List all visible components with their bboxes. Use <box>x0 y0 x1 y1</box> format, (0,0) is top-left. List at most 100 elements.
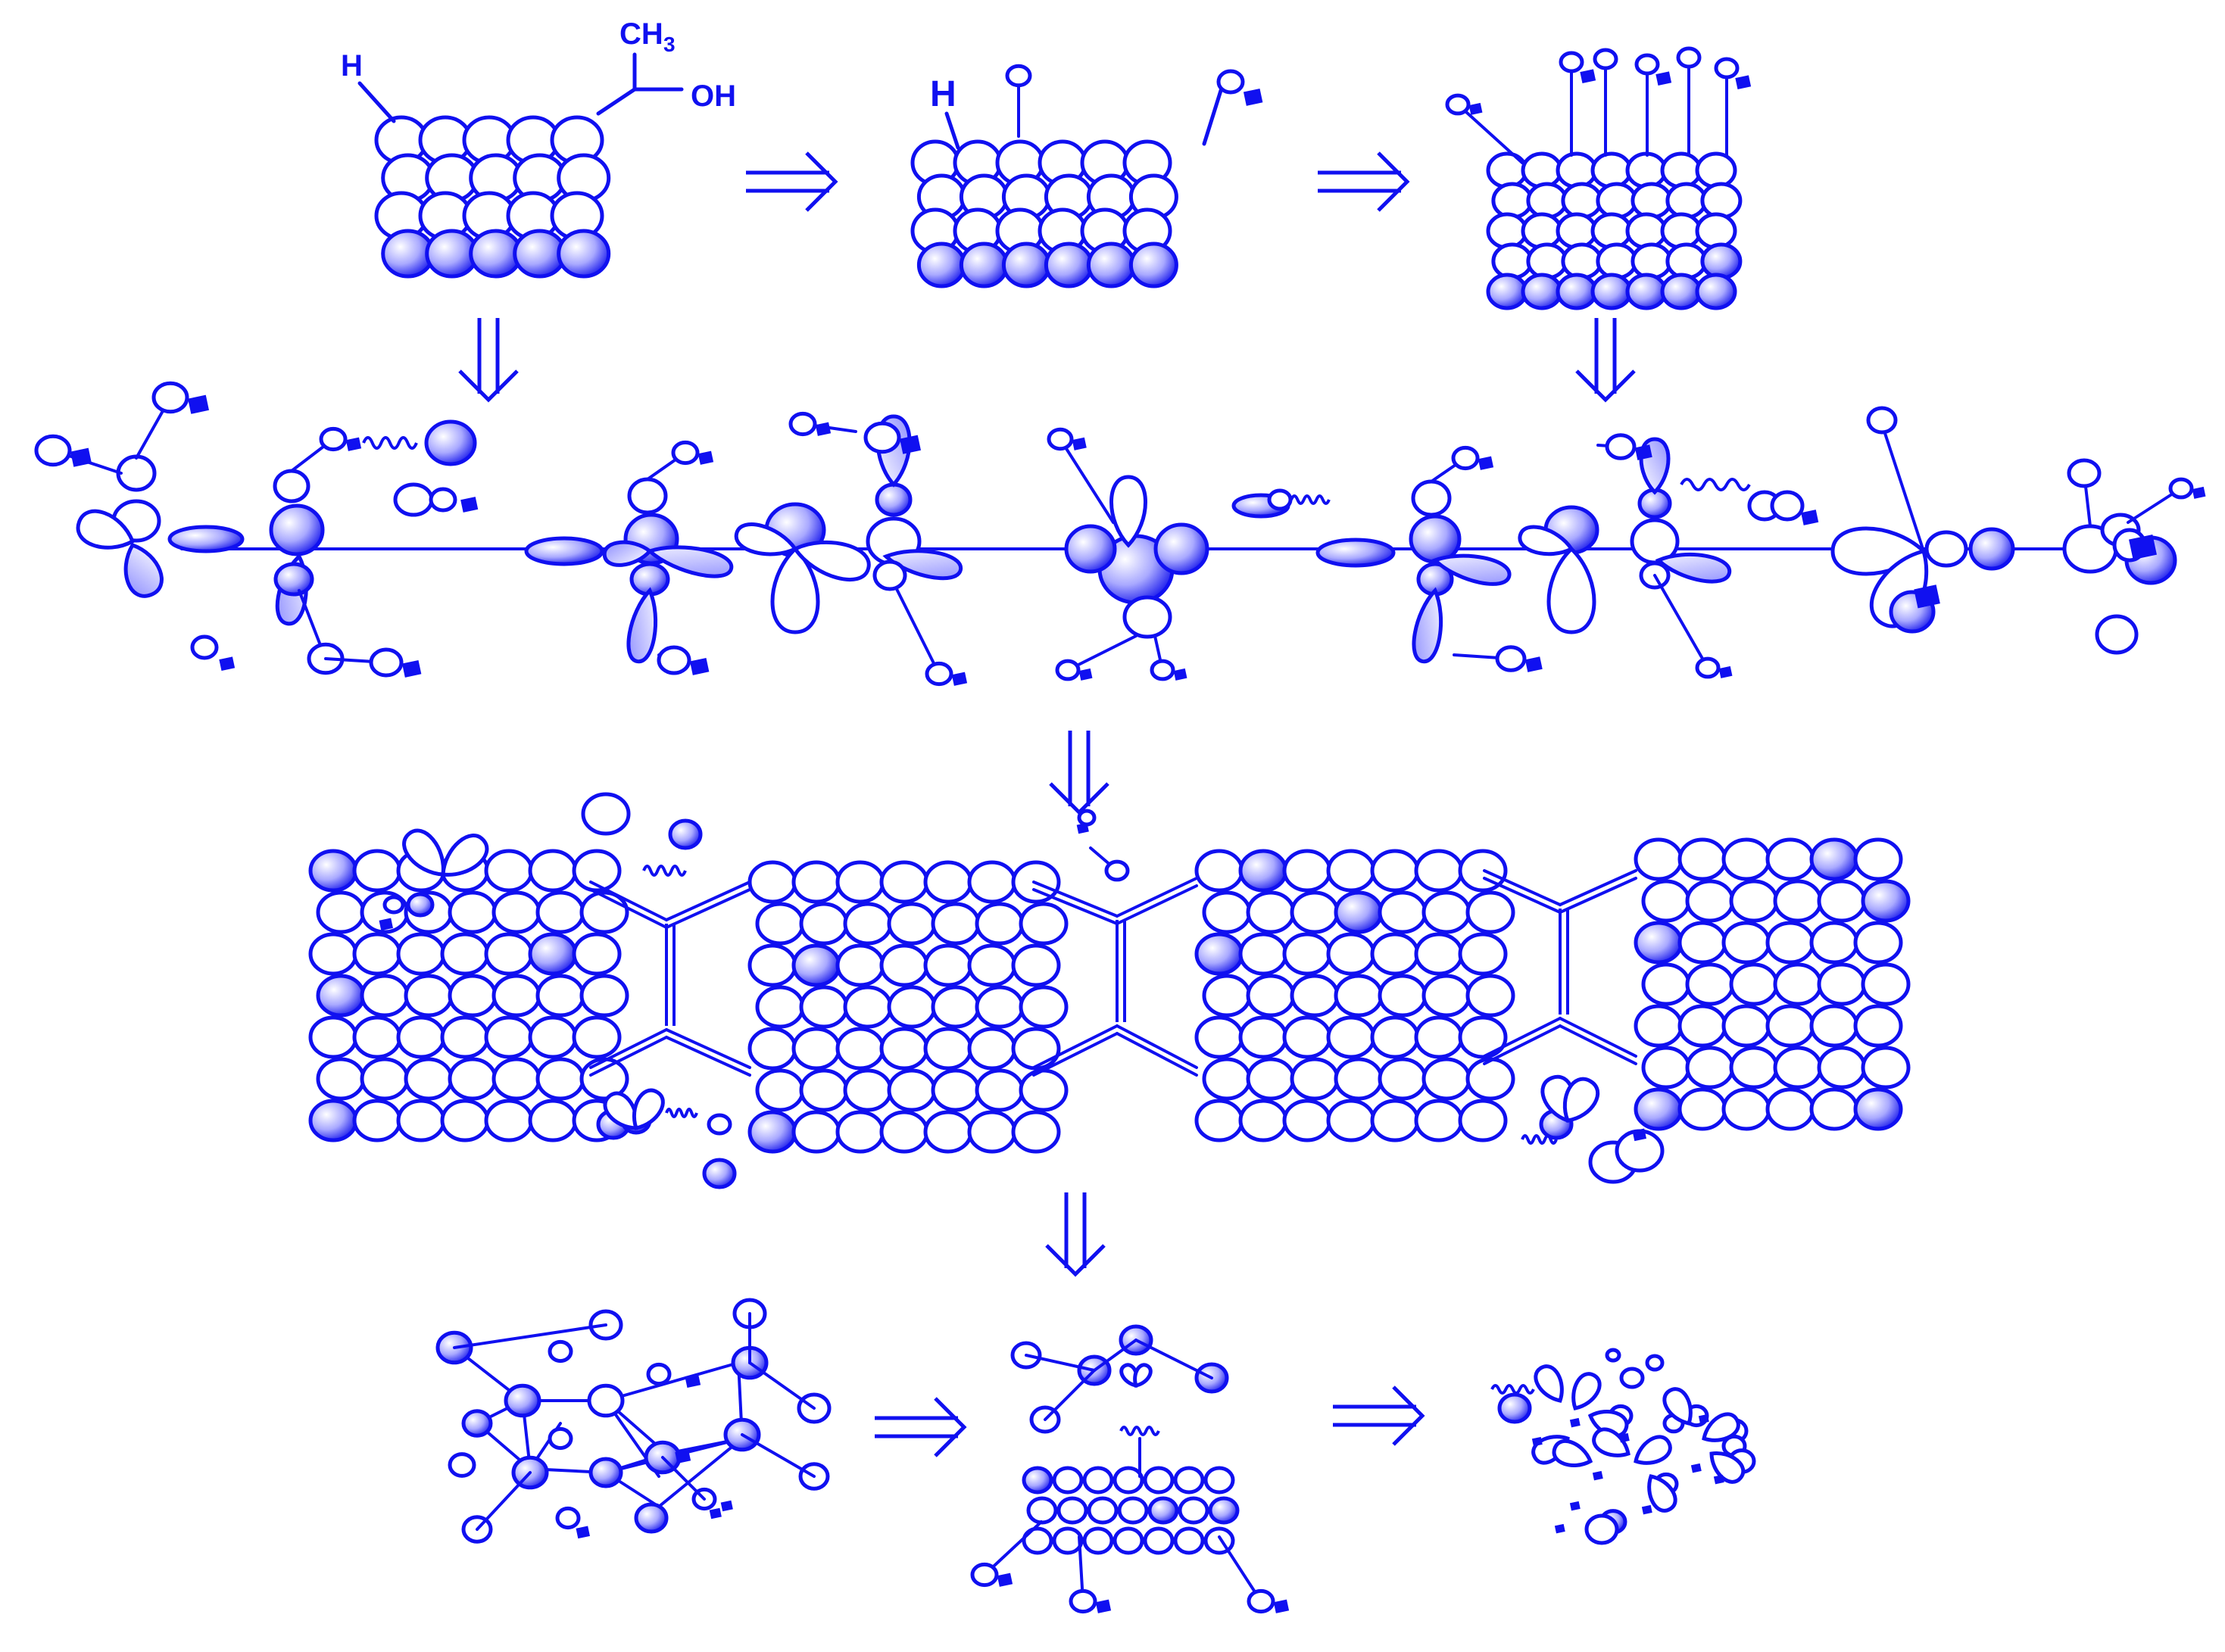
radical-marker <box>1634 444 1652 460</box>
filled-atom <box>588 1457 623 1488</box>
bond-line <box>1202 81 1225 146</box>
atom <box>116 454 157 492</box>
radical-marker <box>1531 1436 1543 1447</box>
atom <box>1526 242 1568 280</box>
bond-line <box>1032 1032 1119 1077</box>
atom <box>1411 479 1452 517</box>
atom <box>190 634 219 660</box>
atom <box>1677 921 1727 965</box>
filled-atom <box>557 229 611 279</box>
atom <box>1817 962 1867 1006</box>
bond-line <box>1218 1535 1262 1603</box>
orbital-lobe <box>792 540 871 581</box>
atom <box>1122 595 1172 639</box>
atom <box>1770 490 1805 522</box>
bond-line <box>589 881 668 921</box>
orbital-lobe <box>626 587 658 664</box>
atom <box>448 1452 476 1478</box>
atom <box>835 860 885 904</box>
filled-atom <box>702 1158 737 1189</box>
atom <box>791 860 841 904</box>
radical-marker <box>188 394 209 414</box>
atom <box>1645 1354 1665 1372</box>
atom <box>1619 1367 1645 1389</box>
atom <box>1634 1004 1684 1048</box>
atom <box>707 1113 732 1136</box>
radical-marker <box>1524 656 1543 672</box>
atom <box>843 985 893 1029</box>
atom <box>791 1110 841 1154</box>
label-methyl: CH <box>619 17 663 51</box>
radical-marker <box>379 918 393 931</box>
atom <box>1556 151 1598 189</box>
atom <box>316 1057 366 1101</box>
filled-atom <box>1861 879 1911 923</box>
atom <box>1660 212 1702 250</box>
atom <box>404 974 454 1018</box>
orbital-lobe <box>602 540 653 567</box>
filled-atom <box>1634 1087 1684 1131</box>
orbital-lobe <box>632 1088 665 1130</box>
atom <box>1729 962 1779 1006</box>
filled-atom <box>1001 242 1051 288</box>
atom <box>1866 406 1898 435</box>
radical-marker <box>1072 437 1087 450</box>
atom <box>1047 427 1074 451</box>
double-arrow-right <box>1318 151 1410 212</box>
filled-atom <box>668 818 703 850</box>
atom <box>1676 46 1702 69</box>
filled-atom <box>1590 273 1633 310</box>
atom <box>429 487 457 513</box>
orbital-lobe <box>1662 1387 1693 1426</box>
atom <box>627 477 668 515</box>
orbital-lobe <box>1571 1372 1602 1410</box>
bond-line <box>1559 1017 1637 1058</box>
atom <box>747 1027 797 1071</box>
atom <box>1282 1015 1332 1059</box>
orbital-lobe <box>167 525 245 553</box>
atom <box>1714 57 1740 79</box>
atom <box>1458 1015 1508 1059</box>
atom <box>1641 1046 1691 1089</box>
atom <box>1465 974 1515 1018</box>
radical-marker <box>345 437 362 451</box>
atom <box>1729 1046 1779 1089</box>
atom <box>1370 1015 1420 1059</box>
atom <box>923 1110 973 1154</box>
filled-atom <box>1809 837 1859 881</box>
atom <box>1370 849 1420 893</box>
filled-atom <box>1153 522 1209 575</box>
atom <box>491 1057 541 1101</box>
radical-marker <box>1632 1128 1646 1142</box>
atom <box>319 426 348 452</box>
double-arrow-down <box>1049 731 1109 815</box>
atom <box>1924 530 1968 568</box>
atom <box>887 985 937 1029</box>
radical-marker <box>2129 535 2157 560</box>
atom <box>1069 1588 1097 1614</box>
atom <box>579 890 629 934</box>
atom <box>448 890 498 934</box>
orbital-lobe <box>1133 1363 1153 1388</box>
bond-line <box>1032 888 1119 925</box>
double-arrow-right <box>1333 1385 1425 1446</box>
filled-atom <box>747 1110 797 1154</box>
radical-marker <box>1655 71 1672 86</box>
atom <box>835 1027 885 1071</box>
atom <box>1631 182 1673 220</box>
atom <box>352 1099 402 1142</box>
radical-marker <box>1641 1504 1652 1515</box>
atom <box>1486 212 1528 250</box>
atom <box>1334 974 1384 1018</box>
bond-line <box>1116 1032 1198 1077</box>
atom <box>1721 837 1771 881</box>
atom <box>1019 1068 1069 1112</box>
atom <box>1665 182 1708 220</box>
orbital-lobe <box>76 509 136 550</box>
atom <box>1173 1466 1205 1495</box>
filled-atom <box>791 943 841 987</box>
bond-line <box>1032 1024 1119 1069</box>
radical-marker <box>720 1500 733 1512</box>
atom <box>352 849 402 893</box>
